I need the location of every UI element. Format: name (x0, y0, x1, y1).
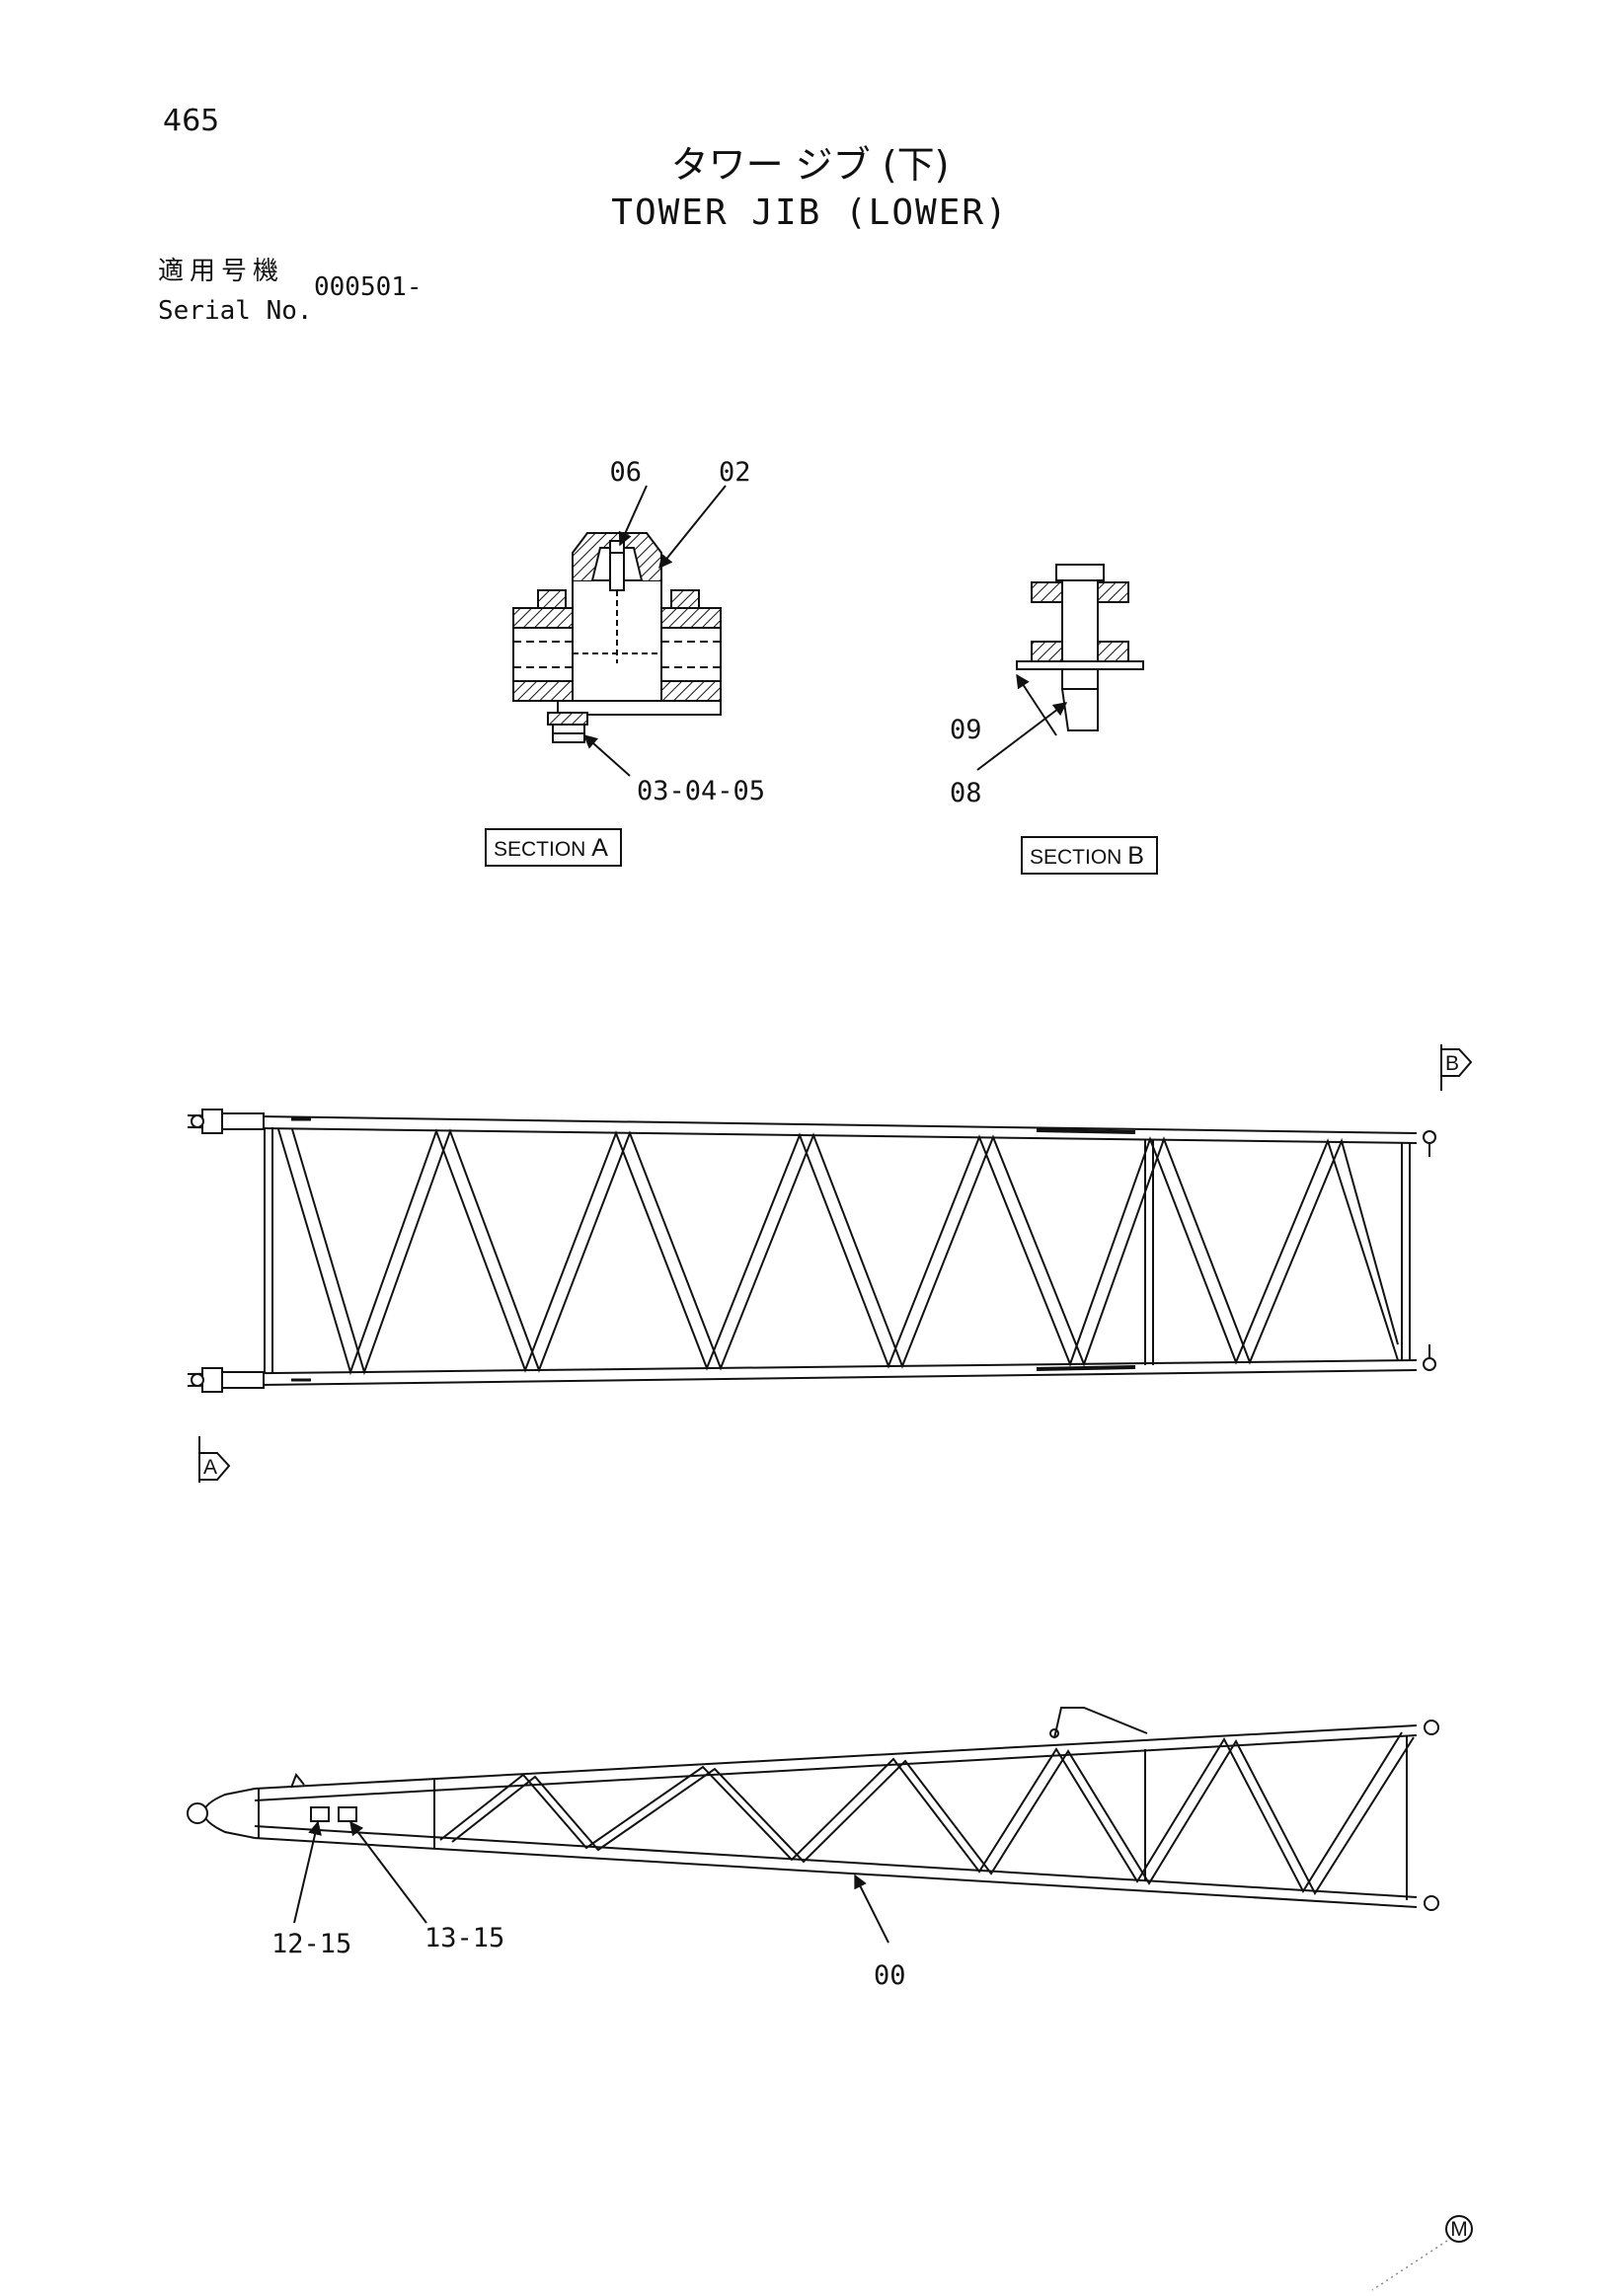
corner-mark-letter: M (1450, 2218, 1468, 2241)
section-a-label: SECTION A (494, 834, 608, 862)
page-number: 465 (163, 104, 220, 138)
section-a-label-box (485, 828, 622, 867)
section-b-view (976, 564, 1144, 771)
callout-06: 06 (609, 457, 642, 488)
callout-02: 02 (719, 457, 751, 488)
jib-top-view (187, 1109, 1436, 1393)
view-marker-a-letter: A (203, 1456, 217, 1479)
callout-08: 08 (950, 778, 982, 808)
title-english: TOWER JIB (LOWER) (611, 192, 1009, 233)
callout-09: 09 (950, 715, 982, 745)
view-marker-b-letter: B (1445, 1052, 1459, 1075)
callout-12-15: 12-15 (271, 1929, 351, 1959)
view-marker-b (1440, 1044, 1473, 1091)
corner-dotted-line (1371, 2240, 1448, 2291)
callout-00: 00 (874, 1960, 906, 1991)
callout-13-15: 13-15 (424, 1923, 504, 1953)
section-b-label-box (1021, 836, 1158, 875)
serial-number-value: 000501- (314, 272, 423, 302)
callout-03-04-05: 03-04-05 (637, 776, 765, 806)
title-japanese: タワー ジブ (下) (670, 143, 950, 187)
view-marker-a (198, 1436, 231, 1483)
section-a-view (512, 485, 727, 777)
jib-side-view (187, 1707, 1439, 1944)
section-b-label: SECTION B (1030, 842, 1144, 870)
corner-mark-circle (1445, 2215, 1473, 2243)
serial-label-english: Serial No. (158, 296, 313, 326)
serial-label-japanese: 適用号機 (158, 257, 285, 286)
